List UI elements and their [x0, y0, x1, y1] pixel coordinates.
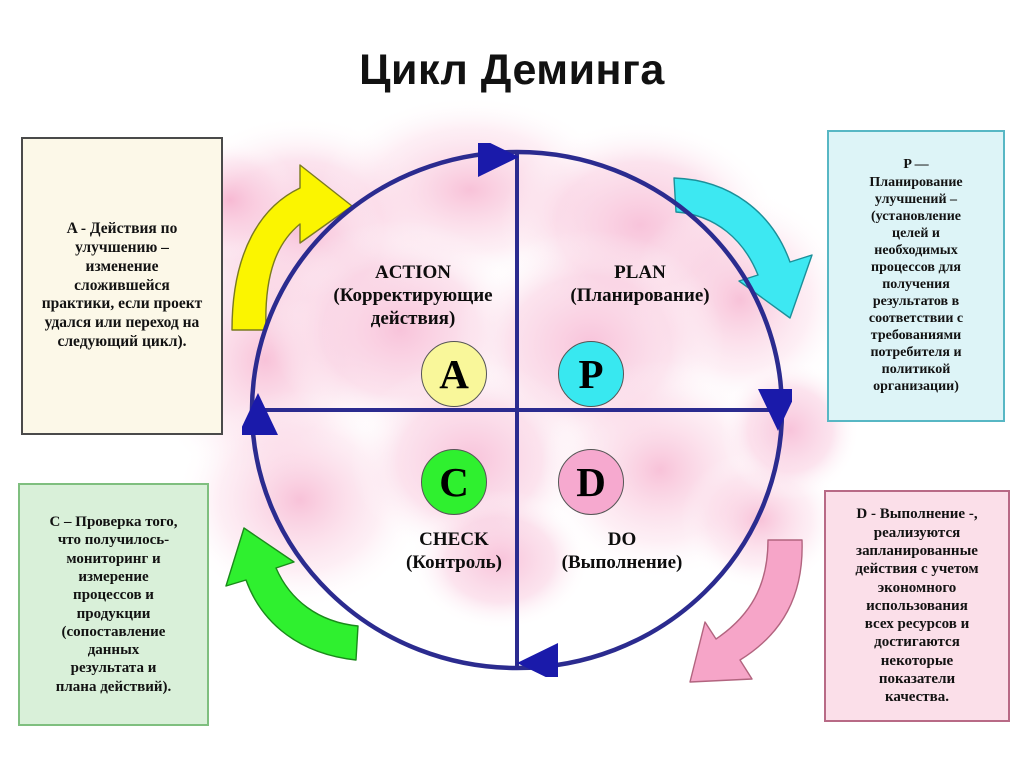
text-line: целей и [892, 225, 940, 241]
text-line: A - Действия по [66, 219, 178, 237]
text-line: использования [866, 597, 968, 614]
text-line: всех ресурсов и [864, 616, 970, 633]
text-line: удался или переход на [44, 314, 200, 332]
text-line: мониторинг и [66, 550, 161, 567]
letter-bubble-a: A [421, 341, 487, 407]
yellow-arrow-upper-left [231, 164, 353, 331]
letter-bubble-d: D [558, 449, 624, 515]
text-line: практики, если проект [41, 295, 203, 313]
quadrant-subtitle-check: (Контроль) [405, 551, 503, 573]
quadrant-label-do: DO (Выполнение) [512, 529, 732, 575]
letter-bubble-c: C [421, 449, 487, 515]
quadrant-title-action: ACTION [374, 262, 451, 283]
text-line: потребителя и [870, 345, 962, 361]
quadrant-subtitle2-action: действия) [370, 307, 456, 329]
quadrant-title-plan: PLAN [614, 262, 666, 283]
text-line: соответствии с [868, 311, 964, 327]
text-line: качества. [885, 689, 949, 706]
quadrant-title-do: DO [607, 529, 637, 550]
text-line: что получилось- [57, 532, 170, 549]
text-line: требованиями [870, 328, 962, 344]
text-line: процессов для [871, 259, 961, 275]
page-title: Цикл Деминга [359, 46, 665, 94]
text-line: реализуются [873, 524, 961, 541]
text-line: запланированные [856, 542, 978, 559]
text-line: экономного [877, 579, 957, 596]
textbox-check: C – Проверка того,что получилось-монитор… [18, 483, 209, 726]
text-line: измерение [78, 568, 149, 585]
text-line: политикой [881, 362, 951, 378]
text-line: улучшений – [874, 191, 958, 207]
text-line: достигаются [874, 634, 960, 651]
text-line: действия с учетом [855, 561, 979, 578]
quadrant-label-action: ACTION (Корректирующие действия) [300, 262, 526, 330]
pink-arrow-lower-right [689, 539, 803, 683]
quadrant-subtitle-do: (Выполнение) [561, 551, 683, 573]
text-line: Планирование [869, 174, 963, 190]
arrowhead-bottom [517, 643, 558, 677]
text-line: (установление [870, 208, 961, 224]
arrowhead-right [758, 389, 792, 431]
quadrant-label-check: CHECK (Контроль) [352, 529, 556, 575]
text-line: результата и [70, 660, 157, 677]
text-line: улучшению – [75, 238, 169, 256]
quadrant-title-check: CHECK [419, 529, 489, 550]
quadrant-subtitle-plan: (Планирование) [570, 284, 710, 306]
text-line: сложившейся [74, 276, 170, 294]
pdca-wheel [242, 143, 792, 677]
letter-bubble-p: P [558, 341, 624, 407]
text-line: результатов в [872, 294, 960, 310]
cyan-arrow-upper-right [673, 177, 813, 319]
text-line: плана действий). [55, 678, 172, 695]
text-line: данных [87, 642, 140, 659]
quadrant-subtitle-action: (Корректирующие [333, 284, 493, 306]
text-line: изменение [85, 257, 159, 275]
quadrant-label-plan: PLAN (Планирование) [528, 262, 752, 308]
text-line: процессов и [73, 587, 154, 604]
text-line: C – Проверка того, [49, 514, 178, 531]
text-line: продукции [76, 605, 151, 622]
text-line: (сопоставление [61, 623, 166, 640]
text-line: D - Выполнение -, [856, 506, 978, 523]
text-line: некоторые [880, 652, 954, 669]
text-line: показатели [878, 671, 956, 688]
green-arrow-lower-left [225, 527, 359, 661]
arrowhead-top [478, 143, 519, 177]
arrowhead-left [242, 393, 278, 435]
text-line: получения [882, 277, 950, 292]
text-line: следующий цикл). [57, 333, 187, 351]
text-line: P — [903, 157, 929, 173]
text-line: организации) [873, 379, 959, 395]
text-line: необходимых [874, 242, 958, 258]
